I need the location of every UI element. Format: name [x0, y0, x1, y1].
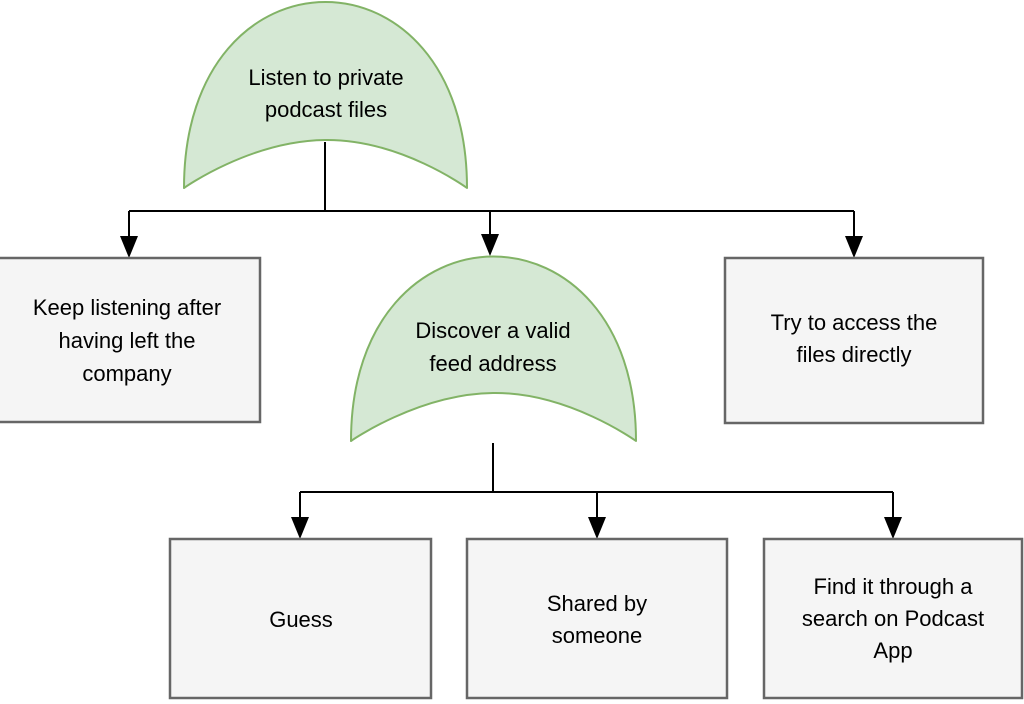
root-goal-label-line-1: Listen to private — [248, 65, 403, 90]
find-podcast-app-label-line-1: Find it through a — [814, 574, 974, 599]
node-discover-feed[interactable]: Discover a valid feed address — [350, 255, 637, 442]
arrowhead-find-podcast-app — [884, 517, 902, 539]
node-root-goal[interactable]: Listen to private podcast files — [183, 1, 468, 189]
root-goal-label-line-2: podcast files — [265, 97, 387, 122]
root-goal-dome-shape[interactable] — [183, 1, 468, 189]
find-podcast-app-label-line-3: App — [873, 638, 912, 663]
node-access-directly[interactable]: Try to access the files directly — [723, 256, 985, 425]
arrowhead-access-directly — [845, 236, 863, 258]
keep-listening-label-line-3: company — [82, 361, 171, 386]
discover-feed-label-line-2: feed address — [429, 351, 556, 376]
edge-group-root — [120, 142, 863, 258]
edge-group-discover — [291, 443, 902, 539]
access-directly-box-shape[interactable] — [723, 256, 985, 425]
node-guess[interactable]: Guess — [168, 537, 433, 700]
arrowhead-keep-listening — [120, 236, 138, 258]
arrowhead-discover-feed — [481, 234, 499, 256]
discover-feed-label-line-1: Discover a valid — [415, 318, 570, 343]
find-podcast-app-label-line-2: search on Podcast — [802, 606, 984, 631]
find-podcast-app-box-shape[interactable] — [762, 537, 1024, 700]
keep-listening-label-line-2: having left the — [59, 328, 196, 353]
shared-by-someone-label-line-1: Shared by — [547, 591, 647, 616]
access-directly-label-line-1: Try to access the — [771, 310, 938, 335]
node-keep-listening[interactable]: Keep listening after having left the com… — [0, 256, 262, 424]
node-find-podcast-app[interactable]: Find it through a search on Podcast App — [762, 537, 1024, 700]
keep-listening-label-line-1: Keep listening after — [33, 295, 221, 320]
arrowhead-guess — [291, 517, 309, 539]
guess-label-line-1: Guess — [269, 607, 333, 632]
guess-box-shape[interactable] — [168, 537, 433, 700]
shared-by-someone-label-line-2: someone — [552, 623, 643, 648]
discover-feed-dome-shape[interactable] — [350, 255, 637, 442]
keep-listening-box-shape[interactable] — [0, 256, 262, 424]
node-shared-by-someone[interactable]: Shared by someone — [465, 537, 729, 700]
access-directly-label-line-2: files directly — [797, 342, 912, 367]
shared-by-someone-box-shape[interactable] — [465, 537, 729, 700]
arrowhead-shared-by-someone — [588, 517, 606, 539]
